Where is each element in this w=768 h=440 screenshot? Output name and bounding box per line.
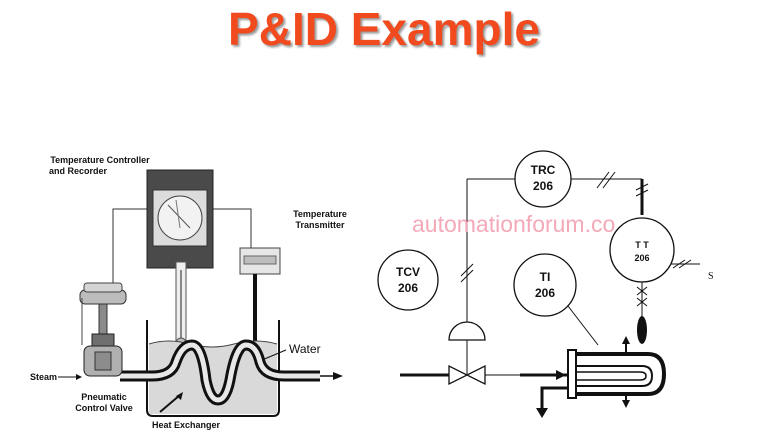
valve-label-line1: Pneumatic xyxy=(81,392,127,402)
signal-hash-marks xyxy=(460,171,692,283)
controller-to-transmitter-wire xyxy=(210,208,252,248)
ti-tag: TI xyxy=(540,270,551,284)
thermometer xyxy=(175,261,187,349)
signal-label: S xyxy=(708,271,714,282)
tcv-number: 206 xyxy=(398,281,418,295)
trc-instrument-bubble xyxy=(514,150,572,208)
controller-to-valve-wire xyxy=(112,208,150,290)
tt-number: 206 xyxy=(634,253,649,263)
tt-instrument-bubble xyxy=(609,217,675,283)
watermark-text: automationforum.co xyxy=(412,211,615,237)
transmitter-label-line2: Transmitter xyxy=(295,220,345,230)
temperature-transmitter xyxy=(239,247,281,355)
pneumatic-control-valve xyxy=(79,282,127,377)
page-title: P&ID Example xyxy=(228,3,540,55)
water-pointer xyxy=(261,349,287,361)
trc-number: 206 xyxy=(533,179,553,193)
heat-exchanger-label: Heat Exchanger xyxy=(152,420,221,430)
heat-exchanger-vessel xyxy=(567,316,667,408)
right-pid-diagram: S TRC 206 T T 206 TCV 206 TI 206 xyxy=(377,150,714,418)
water-label: Water xyxy=(289,342,321,356)
tcv-tag: TCV xyxy=(396,265,420,279)
temperature-controller-recorder xyxy=(146,169,214,269)
valve-label-line2: Control Valve xyxy=(75,403,133,413)
controller-label-line1: Temperature Controller xyxy=(50,155,150,165)
steam-label: Steam xyxy=(30,372,57,382)
left-process-diagram: Temperature Controller and Recorder Temp… xyxy=(30,155,347,430)
tcv-valve-symbol xyxy=(448,321,486,386)
ti-to-vessel-line xyxy=(567,305,599,346)
exchanger-pointer xyxy=(159,394,181,413)
ti-number: 206 xyxy=(535,286,555,300)
trc-tag: TRC xyxy=(531,163,556,177)
tt-tag: T T xyxy=(635,240,649,250)
condensate-outlet-pipe xyxy=(540,386,568,410)
tcv-instrument-bubble xyxy=(377,249,439,311)
controller-label-line2: and Recorder xyxy=(49,166,108,176)
ti-instrument-bubble xyxy=(513,253,577,317)
capillary-x-marks xyxy=(636,286,648,307)
transmitter-label-line1: Temperature xyxy=(293,209,347,219)
